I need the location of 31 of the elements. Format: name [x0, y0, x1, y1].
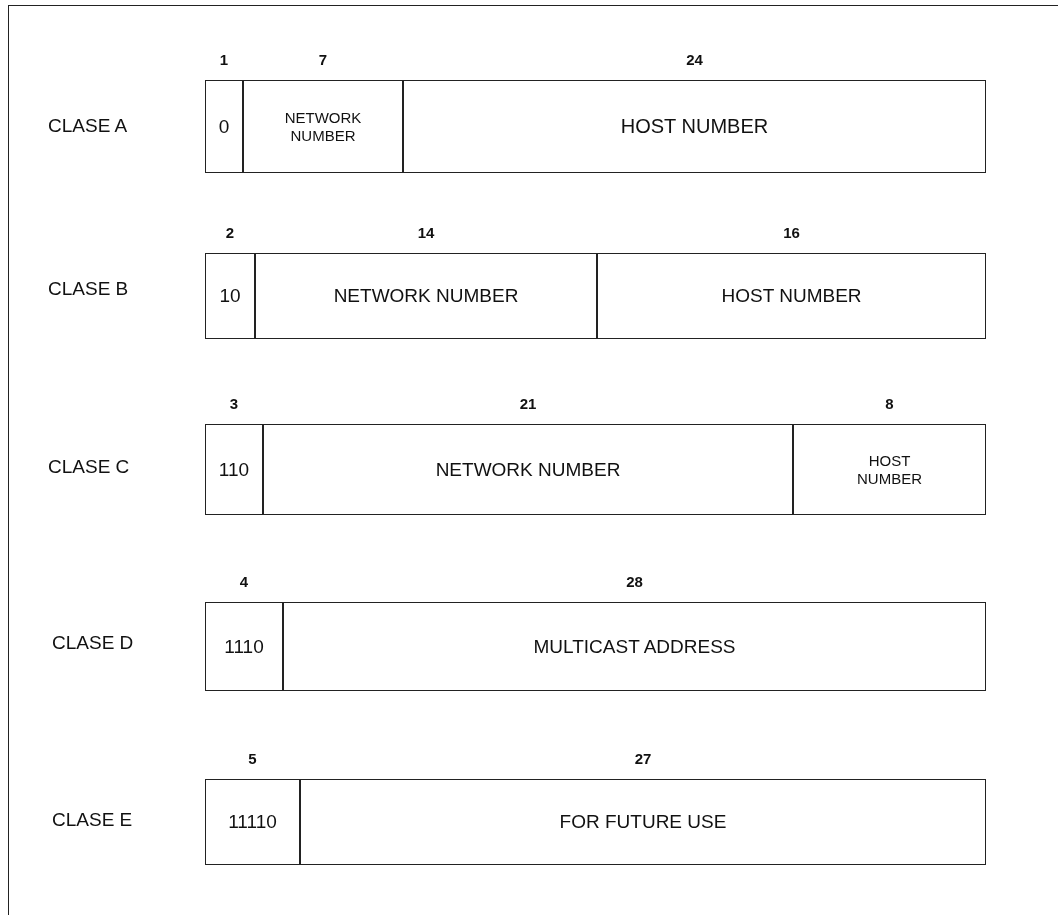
field-label: 11110: [228, 811, 277, 833]
bit-width-label: 5: [248, 750, 257, 767]
bit-width-label: 4: [239, 573, 249, 590]
bit-width-label: 16: [783, 224, 800, 241]
class-label: CLASE E: [52, 809, 134, 831]
field-label: FOR FUTURE USE: [559, 811, 727, 833]
field-label: HOST NUMBER: [721, 285, 862, 307]
bit-width-label: 21: [519, 395, 537, 412]
bit-width-label: 3: [229, 395, 239, 412]
class-label: CLASE D: [52, 632, 135, 654]
field-label: 110: [218, 458, 250, 481]
bit-width-label: 7: [318, 51, 328, 68]
bit-width-label: 27: [634, 750, 652, 767]
field-label: 0: [218, 115, 230, 138]
class-label: CLASE C: [48, 456, 131, 478]
class-label: CLASE B: [48, 278, 130, 300]
field-label: NETWORK NUMBER: [333, 285, 519, 307]
class-label: CLASE A: [48, 115, 129, 137]
field-label: MULTICAST ADDRESS: [533, 635, 736, 658]
field-label: NETWORK NUMBER: [283, 109, 363, 144]
bit-width-label: 24: [686, 51, 703, 68]
bit-width-label: 14: [417, 224, 435, 241]
field-label: 1110: [224, 635, 264, 658]
bit-width-label: 8: [885, 395, 894, 412]
field-label: HOST NUMBER: [620, 115, 769, 138]
field-label: NETWORK NUMBER: [435, 458, 621, 481]
bit-width-label: 1: [219, 51, 229, 68]
bit-width-label: 2: [225, 224, 235, 241]
field-label: HOST NUMBER: [856, 452, 923, 487]
field-label: 10: [219, 285, 241, 307]
bit-width-label: 28: [626, 573, 643, 590]
